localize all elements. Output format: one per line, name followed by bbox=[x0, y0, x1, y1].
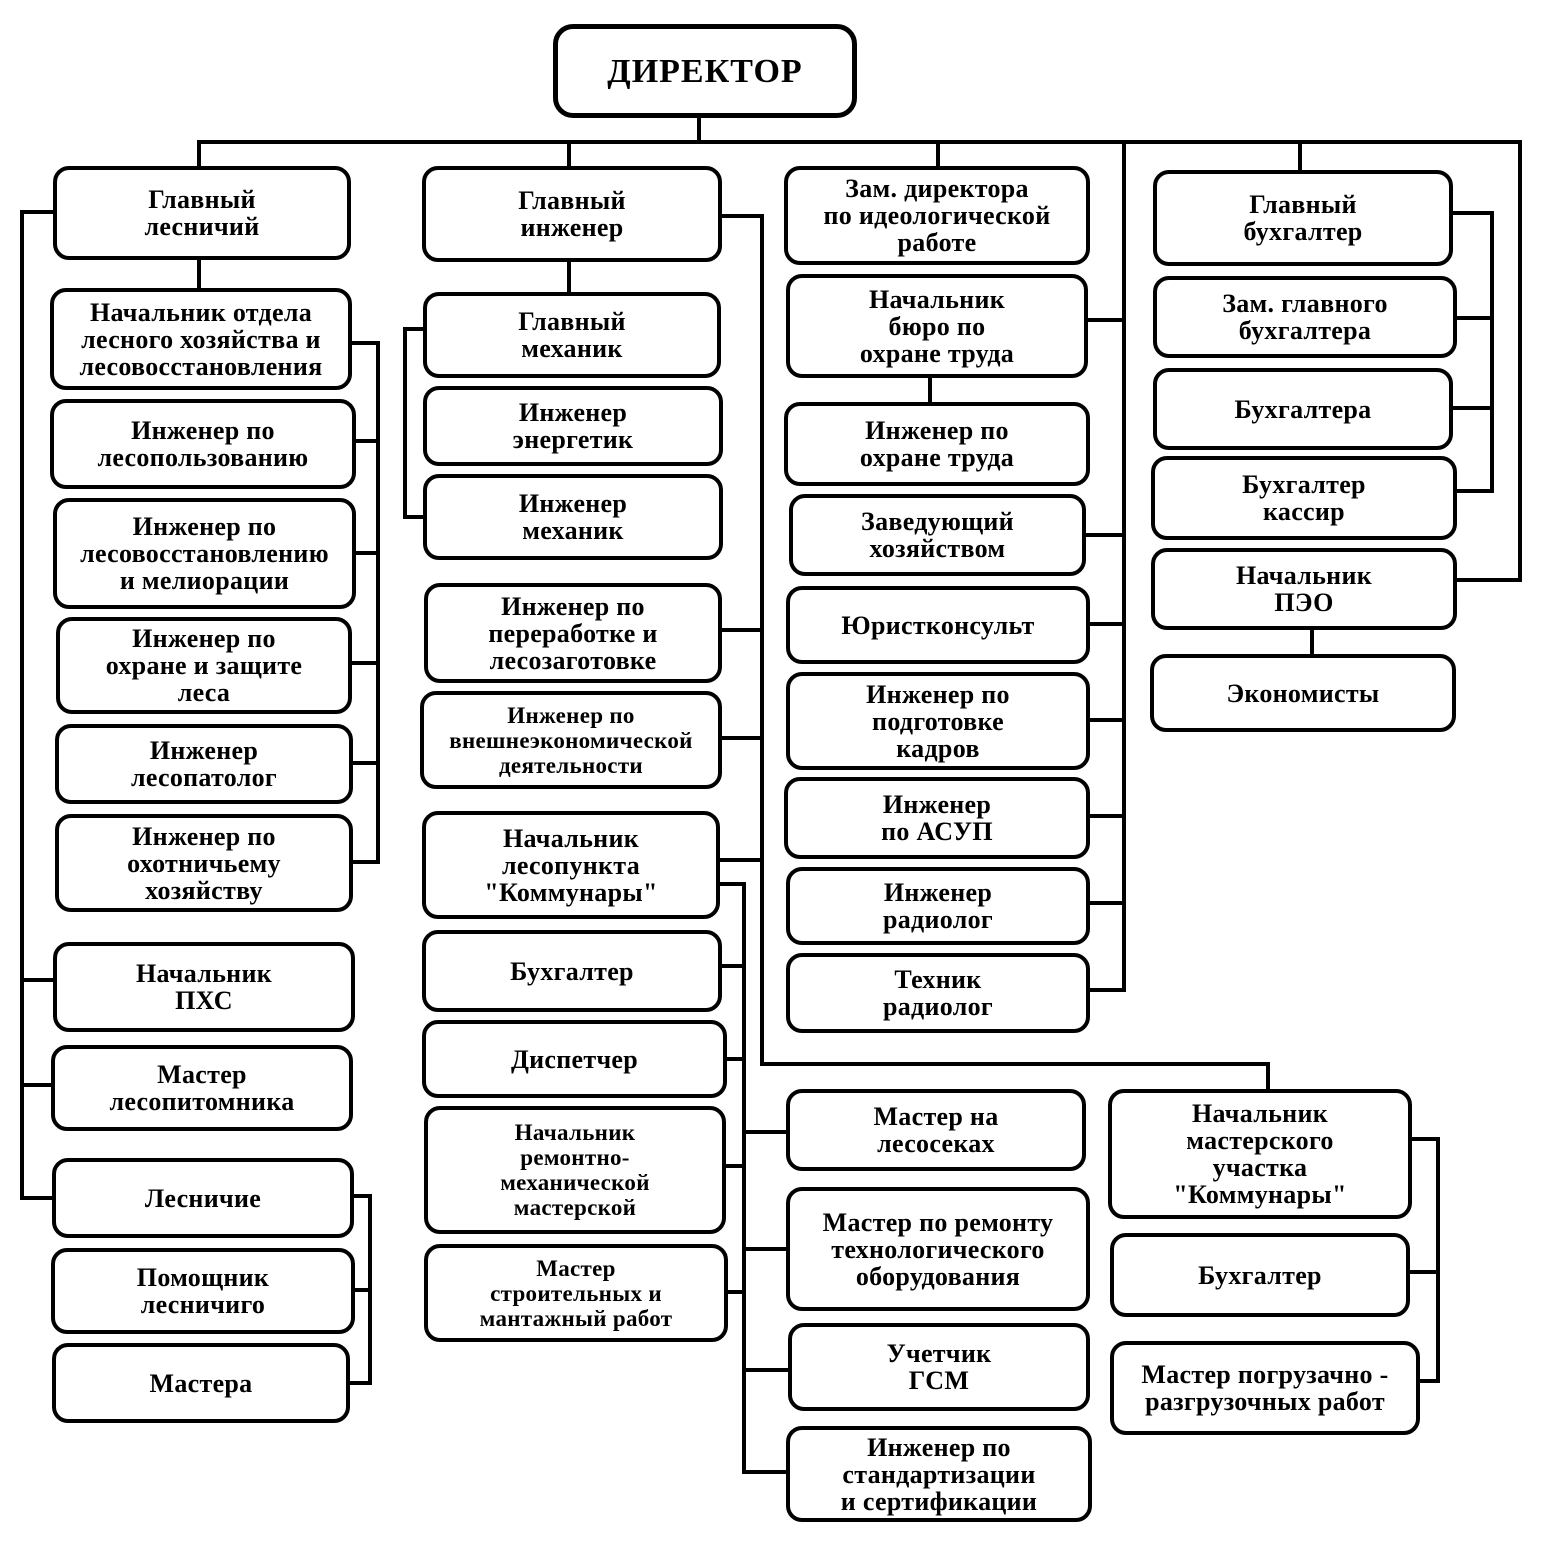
accountants-box: Бухгалтера bbox=[1153, 368, 1453, 450]
chief-engineer-box: Главный инженер bbox=[422, 166, 722, 262]
legal-advisor-box: Юристконсульт bbox=[786, 586, 1090, 664]
logpoint-accountant-box: Бухгалтер bbox=[422, 930, 722, 1012]
chief-mechanic-box: Главный механик bbox=[423, 292, 721, 378]
construction-master-box: Мастер строительных и мантажный работ bbox=[424, 1244, 728, 1342]
chief-accountant-box: Главный бухгалтер bbox=[1153, 170, 1453, 266]
logpoint-head-box: Начальник лесопункта "Коммунары" bbox=[422, 811, 720, 919]
forestry-dept-head-box: Начальник отдела лесного хозяйства и лес… bbox=[50, 288, 352, 390]
forest-pathologist-box: Инженер лесопатолог bbox=[55, 724, 353, 804]
safety-bureau-head-box: Начальник бюро по охране труда bbox=[786, 274, 1088, 378]
foresters-box: Лесничие bbox=[52, 1158, 354, 1238]
power-engineer-box: Инженер энергетик bbox=[423, 386, 723, 466]
forester-assistant-box: Помощник лесничиго bbox=[51, 1248, 355, 1334]
equipment-repair-master-box: Мастер по ремонту технологического обору… bbox=[786, 1187, 1090, 1311]
loading-master-box: Мастер погрузачно - разгрузочных работ bbox=[1110, 1341, 1420, 1435]
director-box: ДИРЕКТОР bbox=[553, 24, 857, 118]
mechanical-engineer-box: Инженер механик bbox=[423, 474, 723, 560]
economists-box: Экономисты bbox=[1150, 654, 1456, 732]
dispatcher-box: Диспетчер bbox=[422, 1020, 727, 1098]
masters-box: Мастера bbox=[52, 1343, 350, 1423]
household-manager-box: Заведующий хозяйством bbox=[789, 494, 1086, 576]
workshop-head-box: Начальник мастерского участка "Коммунары… bbox=[1108, 1089, 1412, 1219]
chief-forester-box: Главный лесничий bbox=[53, 166, 351, 260]
radiologist-engineer-box: Инженер радиолог bbox=[786, 867, 1090, 945]
cutting-area-master-box: Мастер на лесосеках bbox=[786, 1089, 1086, 1171]
nursery-master-box: Мастер лесопитомника bbox=[51, 1045, 353, 1131]
deputy-director-box: Зам. директора по идеологической работе bbox=[784, 166, 1090, 265]
standardization-engineer-box: Инженер по стандартизации и сертификации bbox=[786, 1426, 1092, 1522]
workshop-accountant-box: Бухгалтер bbox=[1110, 1233, 1410, 1317]
safety-engineer-box: Инженер по охране труда bbox=[784, 402, 1090, 486]
peo-head-box: Начальник ПЭО bbox=[1151, 548, 1457, 630]
forest-use-engineer-box: Инженер по лесопользованию bbox=[50, 399, 356, 489]
repair-workshop-head-box: Начальник ремонтно- механической мастерс… bbox=[424, 1106, 726, 1234]
cashier-accountant-box: Бухгалтер кассир bbox=[1151, 456, 1457, 540]
reforestation-engineer-box: Инженер по лесовосстановлению и мелиорац… bbox=[53, 498, 356, 609]
hr-training-engineer-box: Инженер по подготовке кадров bbox=[786, 672, 1090, 770]
pkhs-head-box: Начальник ПХС bbox=[53, 942, 355, 1032]
processing-engineer-box: Инженер по переработке и лесозаготовке bbox=[424, 583, 722, 683]
hunting-engineer-box: Инженер по охотничьему хозяйству bbox=[55, 814, 353, 912]
asup-engineer-box: Инженер по АСУП bbox=[784, 777, 1090, 859]
deputy-chief-accountant-box: Зам. главного бухгалтера bbox=[1153, 276, 1457, 358]
forest-protection-engineer-box: Инженер по охране и защите леса bbox=[56, 617, 352, 714]
radiologist-technician-box: Техник радиолог bbox=[786, 953, 1090, 1033]
foreign-trade-engineer-box: Инженер по внешнеэкономической деятельно… bbox=[420, 691, 722, 789]
fuel-accountant-box: Учетчик ГСМ bbox=[788, 1323, 1090, 1411]
